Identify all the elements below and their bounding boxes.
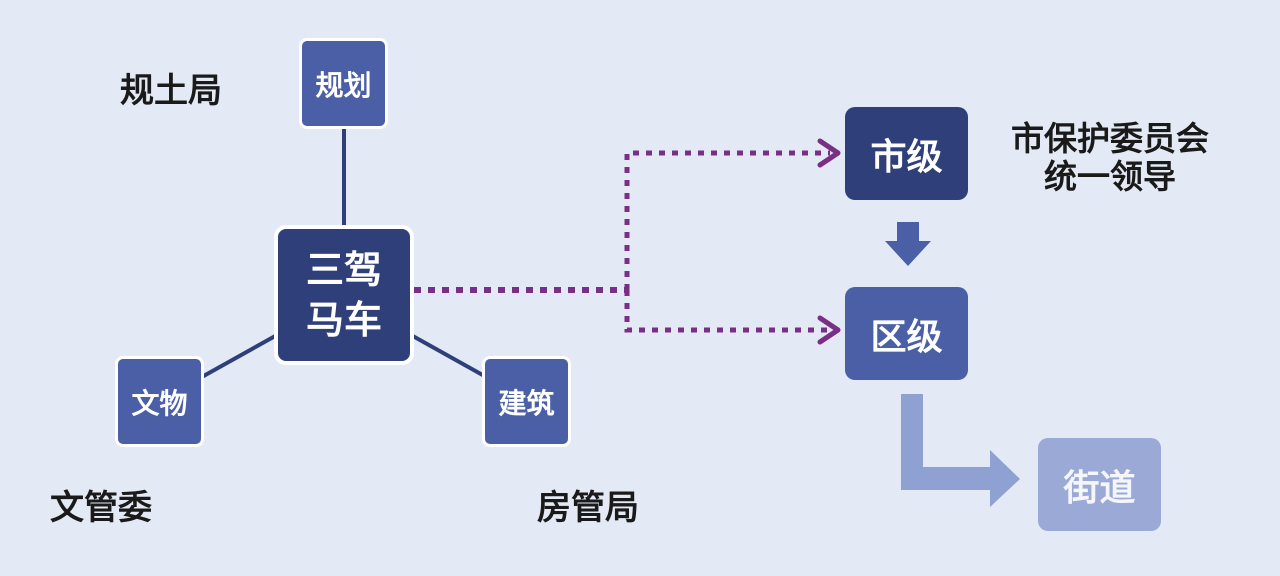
node-center: 三驾 马车 — [274, 225, 414, 365]
down-arrow — [885, 222, 931, 266]
arrowhead-to-district — [817, 315, 841, 345]
node-construction: 建筑 — [482, 356, 571, 447]
label-relics-committee: 文管委 — [50, 488, 152, 528]
city-note-line-1: 市保护委员会 — [1011, 119, 1209, 158]
label-housing-bureau: 房管局 — [537, 488, 639, 528]
city-note-line-2: 统一领导 — [1044, 157, 1176, 196]
node-planning: 规划 — [299, 38, 388, 129]
center-line-2: 马车 — [305, 298, 382, 342]
connector-construction — [410, 333, 489, 380]
node-street: 街道 — [1038, 438, 1161, 531]
node-city: 市级 — [845, 107, 968, 200]
node-district: 区级 — [845, 287, 968, 380]
dotted-connector-to-city — [624, 150, 830, 290]
center-line-1: 三驾 — [305, 248, 382, 292]
connector-relics — [199, 333, 278, 380]
label-planning-bureau: 规土局 — [120, 71, 222, 111]
label-city-note: 市保护委员会 统一领导 — [990, 120, 1230, 196]
arrowhead-to-city — [817, 138, 841, 168]
node-relics: 文物 — [115, 356, 204, 447]
dotted-connector-to-district — [624, 290, 830, 333]
district-to-street-arrow — [901, 394, 1020, 507]
